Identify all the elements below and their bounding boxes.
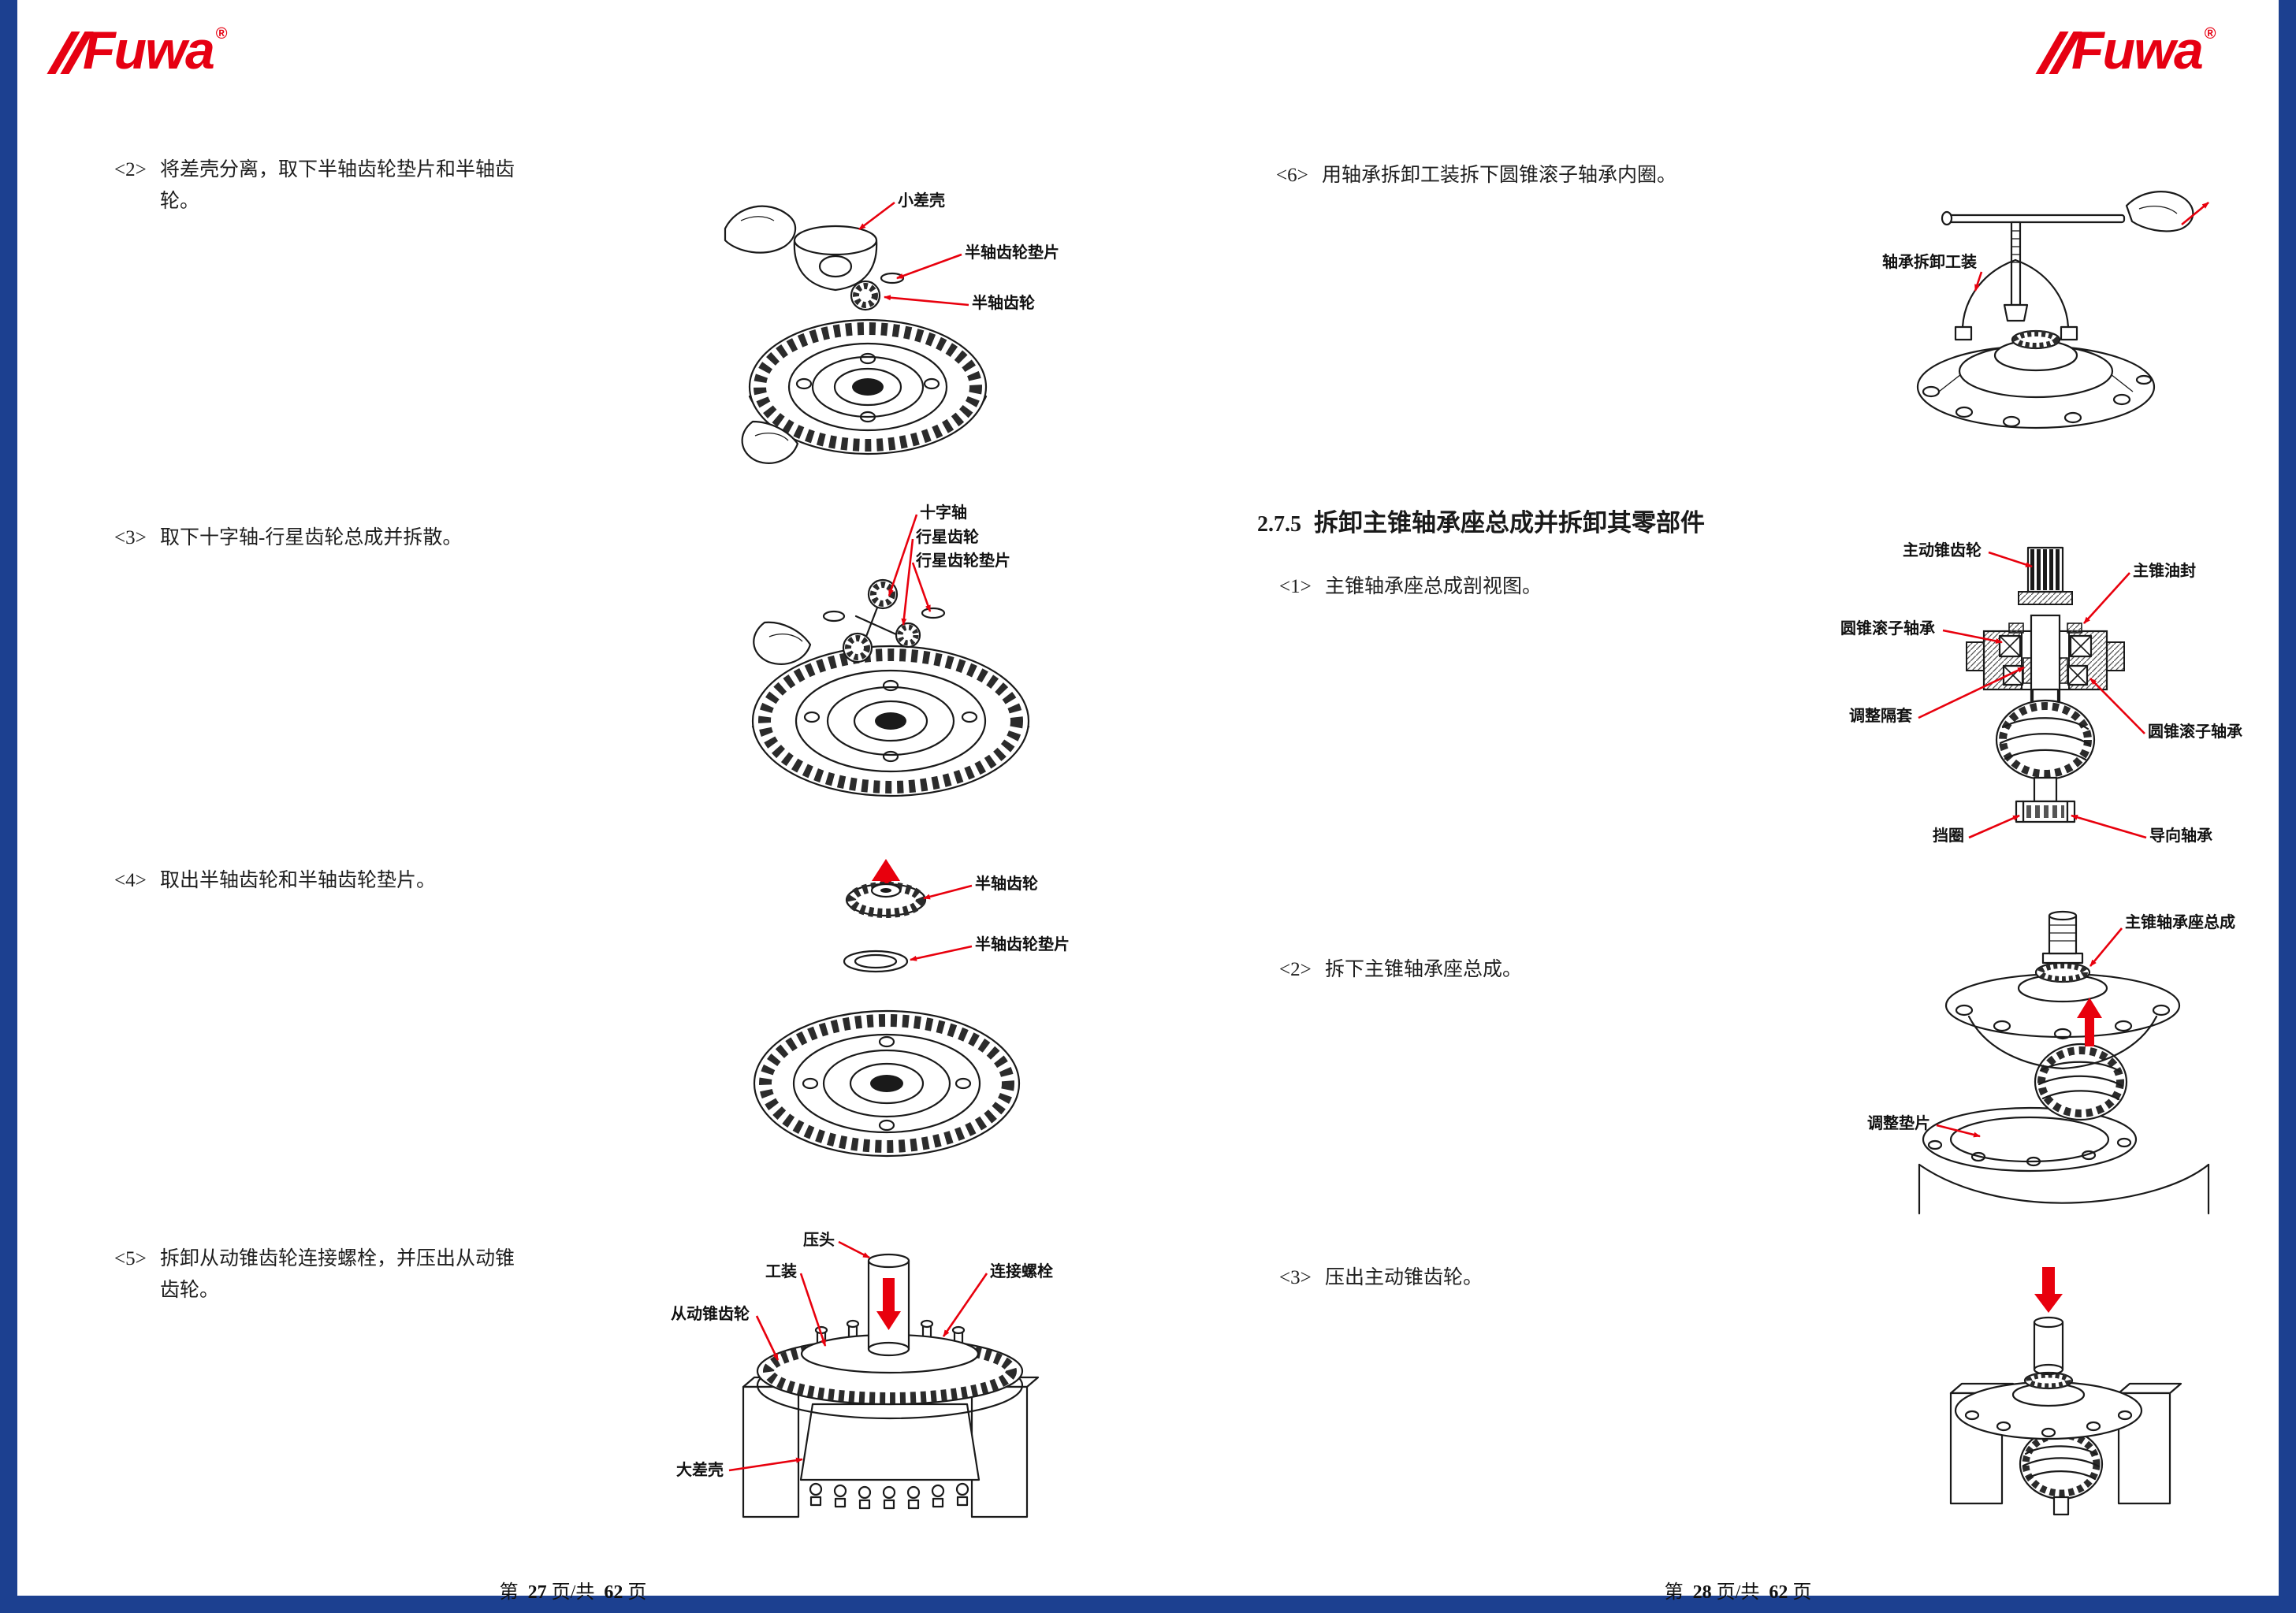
part-label: 十字轴 (920, 504, 967, 522)
part-label: 行星齿轮 (916, 529, 979, 546)
step-number: <4> (114, 870, 147, 891)
page-border-right (2279, 0, 2296, 1613)
step-item: <2> 拆下主锥轴承座总成。 (1279, 954, 1721, 986)
figure-diff-case-separation: 小差壳 半轴齿轮垫片 半轴齿轮 (678, 185, 1072, 500)
figure-spider-gear: 十字轴 行星齿轮 行星齿轮垫片 (694, 496, 1072, 835)
step-item: <3> 取下十字轴-行星齿轮总成并拆散。 (114, 522, 556, 554)
bearing-seat-assembly-illustration (1918, 910, 2210, 1215)
fuwa-logo: Fuwa ® (47, 20, 228, 80)
step-text: 将差壳分离，取下半轴齿轮垫片和半轴齿轮。 (160, 159, 515, 212)
step-item: <6> 用轴承拆卸工装拆下圆锥滚子轴承内圈。 (1276, 160, 1717, 191)
side-gear-washer-illustration (753, 859, 1021, 1158)
part-label: 轴承拆卸工装 (1882, 254, 1977, 271)
step-item: <3> 压出主动锥齿轮。 (1279, 1262, 1721, 1294)
part-label: 主锥油封 (2133, 563, 2196, 580)
footer-mid: 页/共 (551, 1582, 595, 1603)
step-text: 用轴承拆卸工装拆下圆锥滚子轴承内圈。 (1322, 165, 1677, 186)
step-text: 压出主动锥齿轮。 (1325, 1267, 1483, 1288)
step-number: <3> (1279, 1267, 1312, 1288)
step-text: 取出半轴齿轮和半轴齿轮垫片。 (160, 870, 437, 891)
part-label: 连接螺栓 (990, 1263, 1053, 1280)
part-label: 调整隔套 (1849, 708, 1912, 725)
part-label: 主动锥齿轮 (1903, 542, 1982, 559)
footer-mid: 页/共 (1716, 1582, 1760, 1603)
step-text: 主锥轴承座总成剖视图。 (1325, 576, 1542, 597)
section-number: 2.7.5 (1257, 512, 1301, 537)
registered-mark: ® (2204, 25, 2216, 43)
part-label: 圆锥滚子轴承 (2148, 723, 2242, 741)
section-title: 拆卸主锥轴承座总成并拆卸其零部件 (1314, 509, 1705, 537)
spider-gear-illustration (751, 514, 1030, 797)
part-label: 从动锥齿轮 (671, 1306, 750, 1323)
figure-pinion-press-out (1915, 1261, 2254, 1584)
step-number: <2> (1279, 959, 1312, 980)
figure-side-gear-washer: 半轴齿轮 半轴齿轮垫片 (749, 851, 1088, 1190)
bearing-puller-illustration (1916, 191, 2209, 429)
step-item: <1> 主锥轴承座总成剖视图。 (1279, 571, 1721, 603)
part-label: 半轴齿轮 (975, 875, 1038, 893)
section-heading: 2.7.5 拆卸主锥轴承座总成并拆卸其零部件 (1257, 503, 1705, 538)
part-label: 调整垫片 (1867, 1115, 1930, 1132)
step-number: <2> (114, 159, 147, 180)
part-label: 半轴齿轮垫片 (975, 936, 1070, 953)
part-label: 行星齿轮垫片 (916, 552, 1010, 570)
part-label: 主锥轴承座总成 (2125, 914, 2235, 931)
logo-slashes-icon (47, 32, 94, 74)
part-label: 小差壳 (898, 192, 945, 210)
step-text: 拆下主锥轴承座总成。 (1325, 959, 1523, 980)
part-label: 挡圈 (1933, 827, 1964, 845)
part-label: 工装 (765, 1263, 797, 1280)
logo-slashes-icon (2035, 32, 2082, 74)
step-item: <4> 取出半轴齿轮和半轴齿轮垫片。 (114, 865, 556, 897)
figure-bearing-puller: 轴承拆卸工装 (1813, 185, 2223, 477)
figure-bearing-seat-assembly: 主锥轴承座总成 调整垫片 (1844, 905, 2262, 1243)
part-label: 压头 (803, 1232, 835, 1249)
step-number: <1> (1279, 576, 1312, 597)
diff-case-separation-illustration (724, 201, 988, 464)
step-text: 取下十字轴-行星齿轮总成并拆散。 (160, 527, 463, 548)
page-border-bottom (0, 1596, 2296, 1613)
step-number: <6> (1276, 165, 1308, 186)
footer-prefix: 第 (1664, 1582, 1684, 1603)
step-number: <3> (114, 527, 147, 548)
part-label: 半轴齿轮垫片 (965, 244, 1059, 262)
part-label: 半轴齿轮 (972, 295, 1035, 312)
part-label: 圆锥滚子轴承 (1840, 620, 1935, 637)
footer-total-pages: 62 (1769, 1582, 1788, 1603)
step-number: <5> (114, 1248, 147, 1269)
pinion-press-out-illustration (1949, 1267, 2183, 1516)
registered-mark: ® (215, 25, 228, 43)
logo-text: Fuwa (83, 20, 215, 80)
figure-pinion-assembly-section: 主动锥齿轮 主锥油封 圆锥滚子轴承 调整隔套 圆锥滚子轴承 挡圈 导向轴承 (1805, 540, 2254, 867)
step-item: <5> 拆卸从动锥齿轮连接螺栓，并压出从动锥齿轮。 (114, 1243, 532, 1306)
footer-suffix: 页 (1792, 1582, 1812, 1603)
page-border-left (0, 0, 17, 1613)
pinion-assembly-section-illustration (1918, 546, 2147, 839)
footer-prefix: 第 (499, 1582, 519, 1603)
part-label: 大差壳 (676, 1462, 724, 1479)
part-label: 导向轴承 (2149, 827, 2212, 845)
step-text: 拆卸从动锥齿轮连接螺栓，并压出从动锥齿轮。 (160, 1248, 515, 1301)
fuwa-logo: Fuwa ® (2035, 20, 2216, 80)
ring-gear-press-illustration (728, 1240, 1040, 1518)
footer-page-number: 27 (527, 1582, 547, 1603)
step-item: <2> 将差壳分离，取下半轴齿轮垫片和半轴齿轮。 (114, 154, 532, 217)
logo-text: Fuwa (2071, 20, 2204, 80)
footer-total-pages: 62 (604, 1582, 623, 1603)
footer-suffix: 页 (627, 1582, 647, 1603)
footer-page-number: 28 (1692, 1582, 1712, 1603)
figure-ring-gear-press: 压头 工装 连接螺栓 从动锥齿轮 大差壳 (658, 1229, 1088, 1568)
